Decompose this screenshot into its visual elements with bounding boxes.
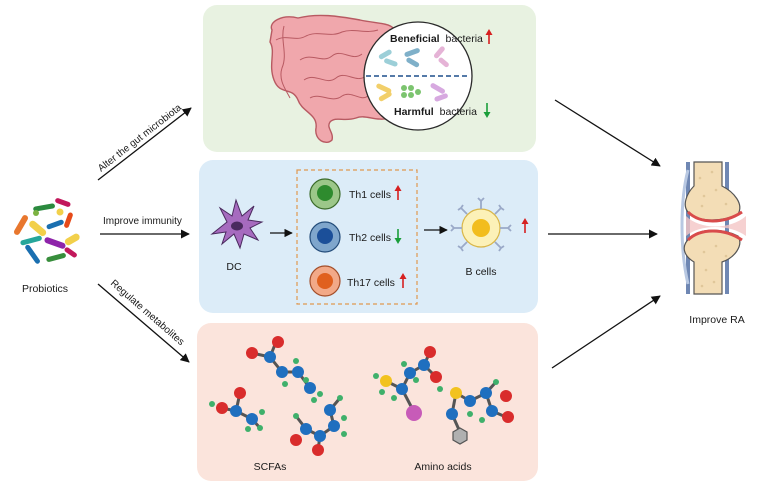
harmful-bold-label: Harmful bbox=[394, 106, 434, 118]
scfas-label: SCFAs bbox=[254, 461, 287, 473]
edge-label-improve-immunity: Improve immunity bbox=[103, 216, 182, 227]
arrow-to-metabolites bbox=[97, 283, 190, 363]
th2-down-arrow-icon bbox=[394, 229, 402, 244]
knee-joint-icon bbox=[680, 161, 746, 295]
indicator-head bbox=[394, 185, 402, 191]
th1-up-arrow-icon bbox=[394, 185, 402, 200]
indicator-head bbox=[485, 29, 493, 35]
harmful-bacteria-label: Harmful bacteria bbox=[394, 106, 477, 118]
probiotics-label: Probiotics bbox=[22, 283, 68, 295]
amino-acid-molecules-icon bbox=[373, 346, 514, 445]
edge-label-regulate-metabolites: Regulate metabolites bbox=[108, 278, 186, 348]
immunity-panel bbox=[199, 160, 538, 313]
th1-cell-icon bbox=[309, 178, 341, 210]
th17-up-arrow-icon bbox=[399, 273, 407, 288]
beneficial-bacteria-word: bacteria bbox=[446, 33, 484, 45]
bacteria-magnifier bbox=[363, 21, 473, 131]
t-cells-box bbox=[296, 169, 418, 305]
improve-ra-label: Improve RA bbox=[689, 314, 744, 326]
harmful-bacteria-word: bacteria bbox=[440, 106, 478, 118]
metabolites-panel bbox=[197, 323, 538, 481]
arrow-metabolites-to-ra bbox=[551, 295, 661, 369]
beneficial-bold-label: Beneficial bbox=[390, 33, 440, 45]
th17-label: Th17 cells bbox=[347, 277, 395, 289]
b-cell-icon bbox=[450, 197, 512, 252]
dendritic-cell-icon bbox=[210, 198, 264, 250]
th2-cell-icon bbox=[309, 221, 341, 253]
dc-label: DC bbox=[226, 261, 242, 273]
th17-cell-icon bbox=[309, 265, 341, 297]
beneficial-bacteria-icon bbox=[378, 46, 449, 68]
edge-label-alter-microbiota: Alter the gut microbiota bbox=[96, 102, 184, 174]
indicator-head bbox=[394, 238, 402, 244]
indicator-head bbox=[483, 112, 491, 118]
th2-label: Th2 cells bbox=[349, 232, 391, 244]
intestine-icon bbox=[269, 14, 407, 144]
b-cells-up-arrow-icon bbox=[521, 218, 529, 233]
scfa-molecules-icon bbox=[209, 336, 347, 456]
amino-acids-label: Amino acids bbox=[414, 461, 471, 473]
harmful-down-arrow-icon bbox=[483, 103, 491, 118]
beneficial-bacteria-label: Beneficial bacteria bbox=[390, 33, 483, 45]
arrow-to-microbiota bbox=[97, 107, 192, 181]
arrow-microbiota-to-ra bbox=[554, 99, 661, 167]
indicator-head bbox=[399, 273, 407, 279]
probiotics-icon bbox=[14, 198, 80, 264]
b-cells-label: B cells bbox=[466, 266, 497, 278]
beneficial-up-arrow-icon bbox=[485, 29, 493, 44]
harmful-bacteria-icon bbox=[376, 83, 448, 102]
th1-label: Th1 cells bbox=[349, 189, 391, 201]
indicator-head bbox=[521, 218, 529, 224]
